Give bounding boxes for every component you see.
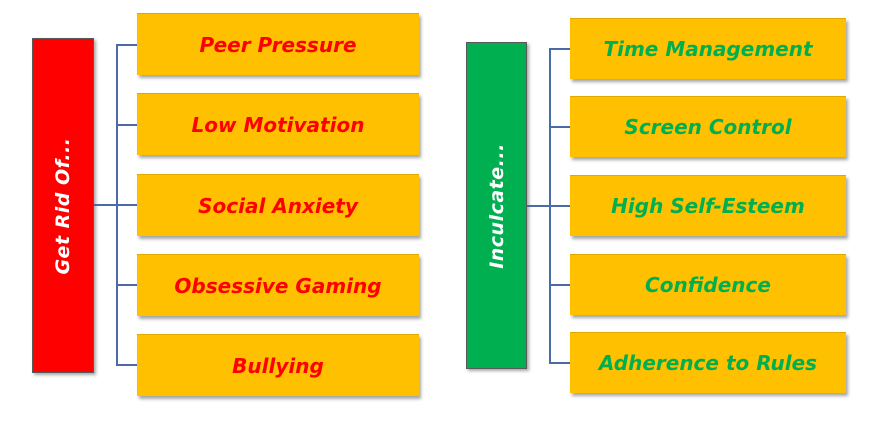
right-item-box: Confidence (570, 254, 846, 315)
left-item-label: Obsessive Gaming (174, 273, 382, 298)
right-item-box: Adherence to Rules (570, 332, 846, 393)
left-item-box: Obsessive Gaming (137, 254, 419, 316)
get-rid-of-bar: Get Rid Of... (32, 38, 94, 373)
right-item-label: Adherence to Rules (598, 351, 818, 375)
left-item-box: Social Anxiety (137, 174, 419, 236)
right-item-box: Screen Control (570, 96, 846, 157)
left-item-box: Peer Pressure (137, 13, 419, 75)
right-connector-branch (549, 126, 570, 128)
left-item-label: Low Motivation (191, 112, 365, 137)
right-connector-branch (549, 205, 570, 207)
get-rid-of-label: Get Rid Of... (52, 136, 74, 275)
left-item-box: Low Motivation (137, 93, 419, 155)
right-item-box: Time Management (570, 18, 846, 79)
left-connector-branch (116, 364, 137, 366)
left-connector-branch (116, 124, 137, 126)
left-connector-branch (116, 284, 137, 286)
right-connector-stub (527, 205, 549, 207)
left-connector-branch (116, 44, 137, 46)
inculcate-label: Inculcate... (485, 142, 508, 269)
left-item-label: Social Anxiety (198, 193, 358, 218)
left-connector-stub (94, 204, 116, 206)
left-item-label: Peer Pressure (199, 32, 357, 57)
right-connector-branch (549, 284, 570, 286)
right-item-box: High Self-Esteem (570, 175, 846, 236)
right-connector-branch (549, 362, 570, 364)
right-item-label: Time Management (603, 37, 813, 61)
right-item-label: Screen Control (624, 115, 792, 139)
right-item-label: High Self-Esteem (611, 194, 805, 218)
right-connector-branch (549, 48, 570, 50)
right-item-label: Confidence (645, 273, 771, 297)
inculcate-bar: Inculcate... (466, 42, 527, 369)
left-connector-branch (116, 204, 137, 206)
left-item-box: Bullying (137, 334, 419, 396)
left-item-label: Bullying (232, 353, 324, 378)
